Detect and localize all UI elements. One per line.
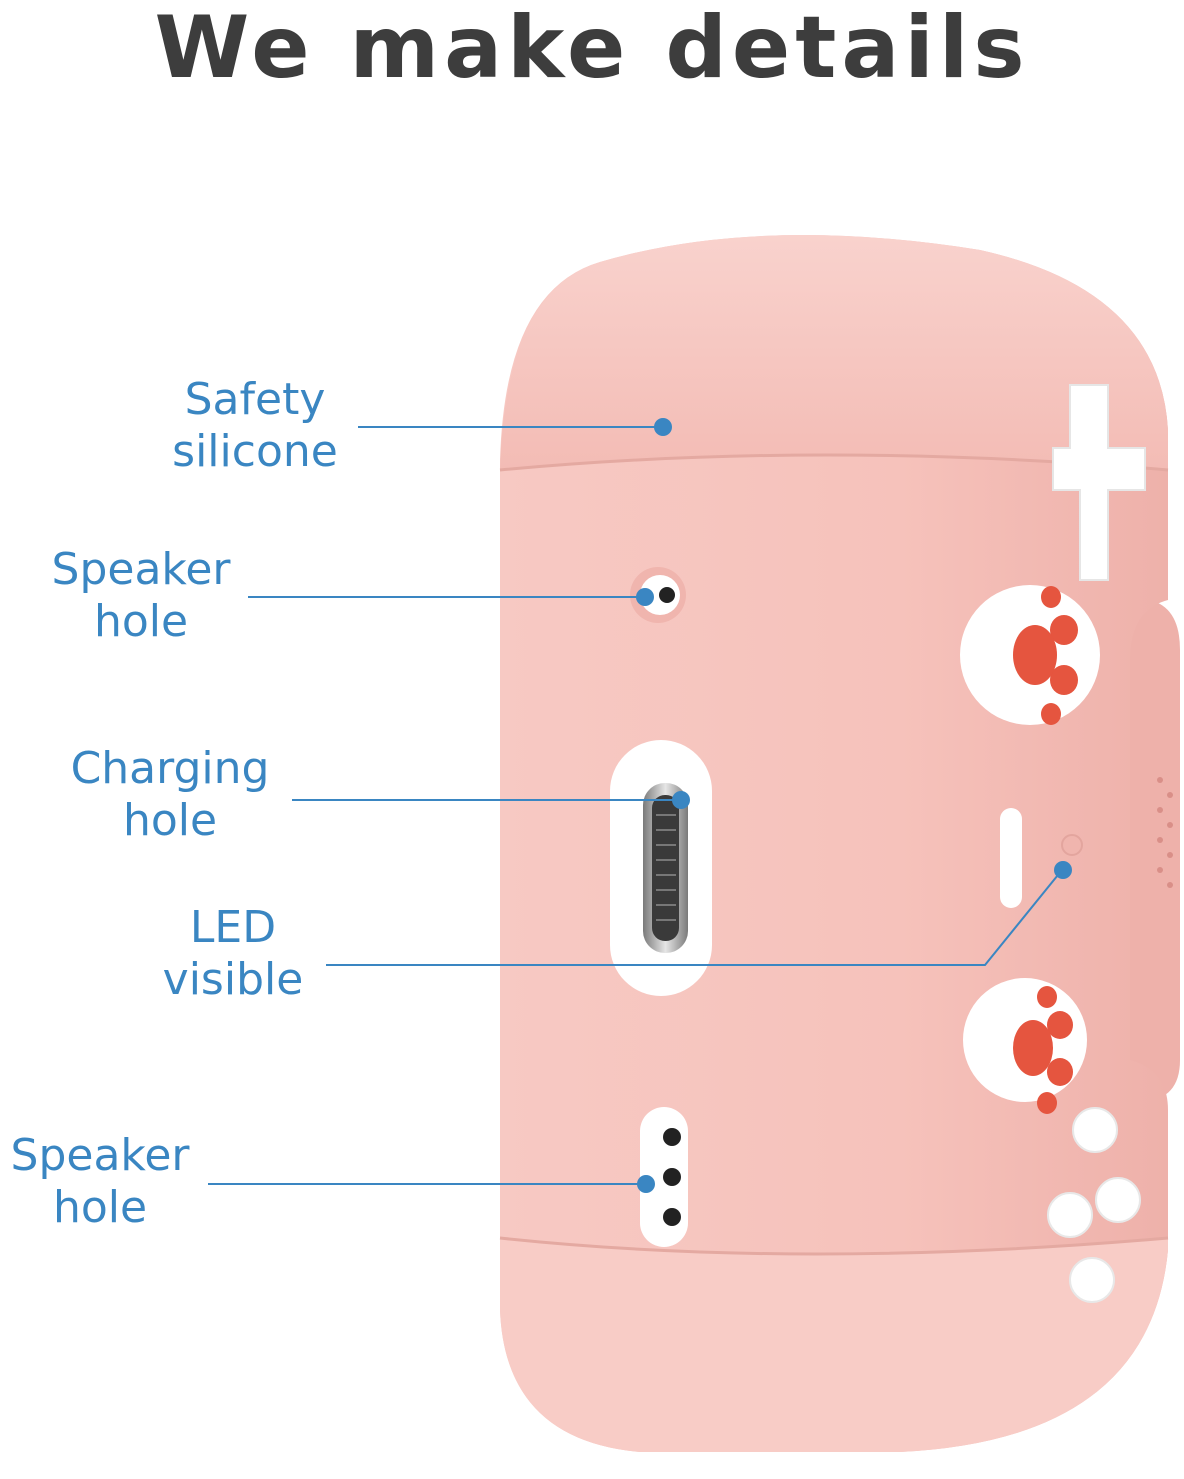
- bottom-band: [500, 1238, 1168, 1452]
- silicone-cap: [500, 235, 1168, 470]
- lower-paw-thumbstick: [963, 978, 1087, 1114]
- upper-paw-thumbstick: [960, 585, 1100, 725]
- face-buttons: [1047, 1107, 1141, 1303]
- lower-speaker-holes: [640, 1107, 688, 1247]
- side-grip: [1120, 598, 1180, 1102]
- dpad: [1052, 384, 1146, 581]
- upper-speaker-hole: [630, 567, 686, 623]
- callout-dot-speaker-upper: [636, 588, 654, 606]
- callout-dot-safety: [654, 418, 672, 436]
- headline: We make details: [154, 0, 1030, 98]
- callout-line-led: [326, 869, 1063, 966]
- callout-dot-charging: [672, 791, 690, 809]
- charging-port: [610, 740, 712, 996]
- callout-dot-speaker-lower: [637, 1175, 655, 1193]
- led-indicator: [1000, 808, 1083, 908]
- callout-dot-led: [1054, 861, 1072, 879]
